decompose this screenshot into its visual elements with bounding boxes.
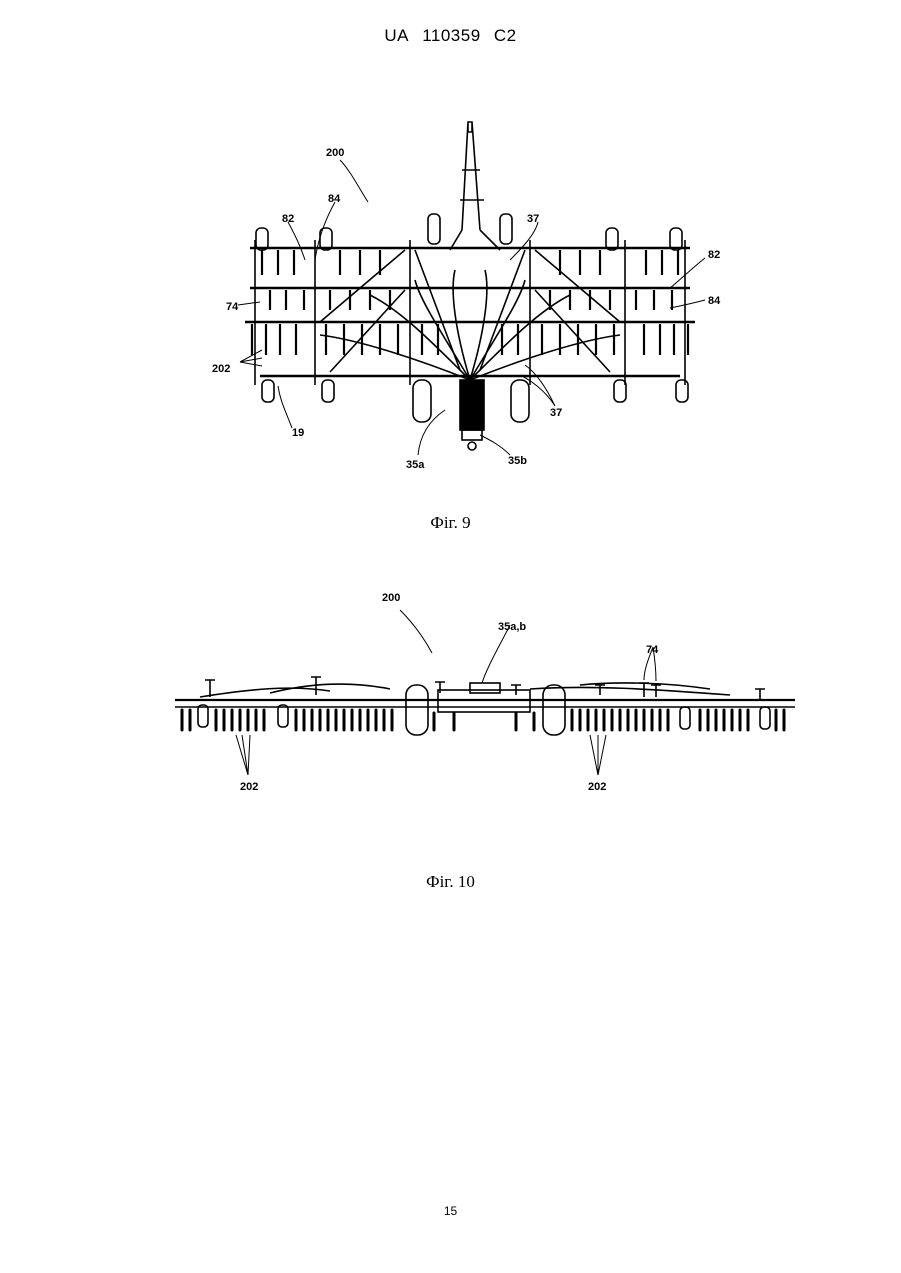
figure-9-drawing: 200 84 82 37 82 74 84 202 19 37 35a 35b	[200, 110, 740, 480]
fig9-label-82-left: 82	[282, 213, 294, 225]
document-kind: C2	[494, 26, 517, 45]
fig9-label-82-right: 82	[708, 249, 720, 261]
fig9-label-35b: 35b	[508, 455, 527, 467]
country-code: UA	[384, 26, 409, 45]
fig10-label-202-right: 202	[588, 781, 606, 793]
fig9-label-84-top: 84	[328, 193, 341, 205]
fig9-label-202: 202	[212, 363, 230, 375]
fig9-label-35a: 35a	[406, 459, 425, 471]
fig10-label-74: 74	[646, 644, 659, 656]
fig9-label-37-top: 37	[527, 213, 539, 225]
fig9-label-19: 19	[292, 427, 304, 439]
fig10-label-200: 200	[382, 592, 400, 604]
fig9-label-84-right: 84	[708, 295, 721, 307]
fig9-label-200: 200	[326, 147, 344, 159]
document-header: UA 110359 C2	[0, 26, 901, 46]
fig9-label-37-bottom: 37	[550, 407, 562, 419]
figure-10-drawing: 200 35a,b 74 202 202	[170, 585, 800, 805]
fig10-label-35ab: 35a,b	[498, 621, 526, 633]
figure-9-caption: Фіг. 9	[0, 513, 901, 533]
patent-number: 110359	[422, 26, 480, 45]
page-number: 15	[0, 1204, 901, 1218]
fig10-label-202-left: 202	[240, 781, 258, 793]
fig9-label-74: 74	[226, 301, 239, 313]
figure-10-caption: Фіг. 10	[0, 872, 901, 892]
